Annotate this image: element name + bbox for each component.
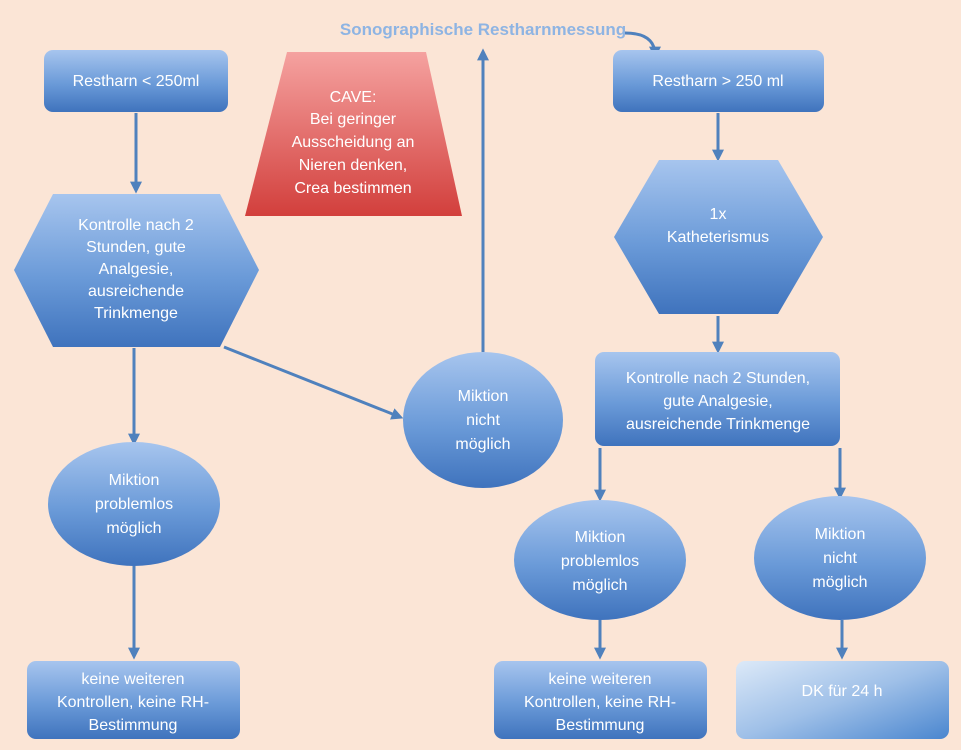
node-middle-miktion-not-possible: Miktion nicht möglich	[403, 352, 563, 488]
node-right-cath-line-1: 1x	[710, 206, 727, 223]
node-right-check-line-2: gute Analgesie,	[663, 393, 772, 410]
node-right-result-ok: keine weiteren Kontrollen, keine RH- Bes…	[494, 661, 707, 739]
node-left-result-line-2: Kontrollen, keine RH-	[57, 694, 209, 711]
node-left-check-line-1: Kontrolle nach 2	[78, 217, 194, 234]
node-right-not-possible-line-2: nicht	[823, 550, 857, 567]
node-left-check-line-4: ausreichende	[88, 283, 184, 300]
node-right-miktion-ok-line-2: problemlos	[561, 553, 639, 570]
node-right-start: Restharn > 250 ml	[613, 50, 824, 112]
node-left-check-line-2: Stunden, gute	[86, 239, 186, 256]
node-right-start-label: Restharn > 250 ml	[652, 73, 783, 90]
node-right-miktion-ok-line-3: möglich	[572, 577, 627, 594]
diagram-title: Sonographische Restharnmessung	[340, 20, 626, 39]
node-caution-line-3: Ausscheidung an	[292, 134, 415, 151]
node-right-miktion-ok-line-1: Miktion	[575, 529, 626, 546]
node-left-start-label: Restharn < 250ml	[73, 73, 200, 90]
node-left-miktion-ok-line-3: möglich	[106, 520, 161, 537]
node-right-result-ok-line-2: Kontrollen, keine RH-	[524, 694, 676, 711]
node-left-miktion-ok-line-2: problemlos	[95, 496, 173, 513]
node-right-check: Kontrolle nach 2 Stunden, gute Analgesie…	[595, 352, 840, 446]
node-right-result-ok-line-1: keine weiteren	[548, 671, 651, 688]
node-right-not-possible-line-3: möglich	[812, 574, 867, 591]
node-left-check-line-3: Analgesie,	[99, 261, 174, 278]
node-caution-line-4: Nieren denken,	[299, 157, 408, 174]
node-left-result-line-3: Bestimmung	[89, 717, 178, 734]
node-caution-line-5: Crea bestimmen	[294, 180, 411, 197]
node-left-result-line-1: keine weiteren	[81, 671, 184, 688]
node-right-katheterismus: 1x Katheterismus	[614, 160, 823, 314]
node-right-result-ok-line-3: Bestimmung	[556, 717, 645, 734]
node-caution-line-2: Bei geringer	[310, 111, 397, 128]
arrow-left-check-to-not-possible	[223, 345, 404, 420]
node-right-check-line-3: ausreichende Trinkmenge	[626, 416, 810, 433]
node-left-check: Kontrolle nach 2 Stunden, gute Analgesie…	[14, 194, 259, 347]
node-caution: CAVE: Bei geringer Ausscheidung an Niere…	[245, 52, 462, 216]
node-left-check-line-5: Trinkmenge	[94, 305, 178, 322]
node-caution-line-1: CAVE:	[330, 89, 377, 106]
node-right-not-possible-line-1: Miktion	[815, 526, 866, 543]
node-right-result-dk: DK für 24 h	[736, 661, 949, 739]
node-right-cath-line-2: Katheterismus	[667, 229, 769, 246]
node-left-start: Restharn < 250ml	[44, 50, 228, 112]
node-left-result: keine weiteren Kontrollen, keine RH- Bes…	[27, 661, 240, 739]
node-middle-not-possible-line-1: Miktion	[458, 388, 509, 405]
node-right-miktion-not-possible: Miktion nicht möglich	[754, 496, 926, 620]
node-left-miktion-ok: Miktion problemlos möglich	[48, 442, 220, 566]
node-right-check-line-1: Kontrolle nach 2 Stunden,	[626, 370, 810, 387]
node-middle-not-possible-line-3: möglich	[455, 436, 510, 453]
node-right-result-dk-label: DK für 24 h	[802, 683, 883, 700]
node-middle-not-possible-line-2: nicht	[466, 412, 500, 429]
node-left-miktion-ok-line-1: Miktion	[109, 472, 160, 489]
node-right-miktion-ok: Miktion problemlos möglich	[514, 500, 686, 620]
